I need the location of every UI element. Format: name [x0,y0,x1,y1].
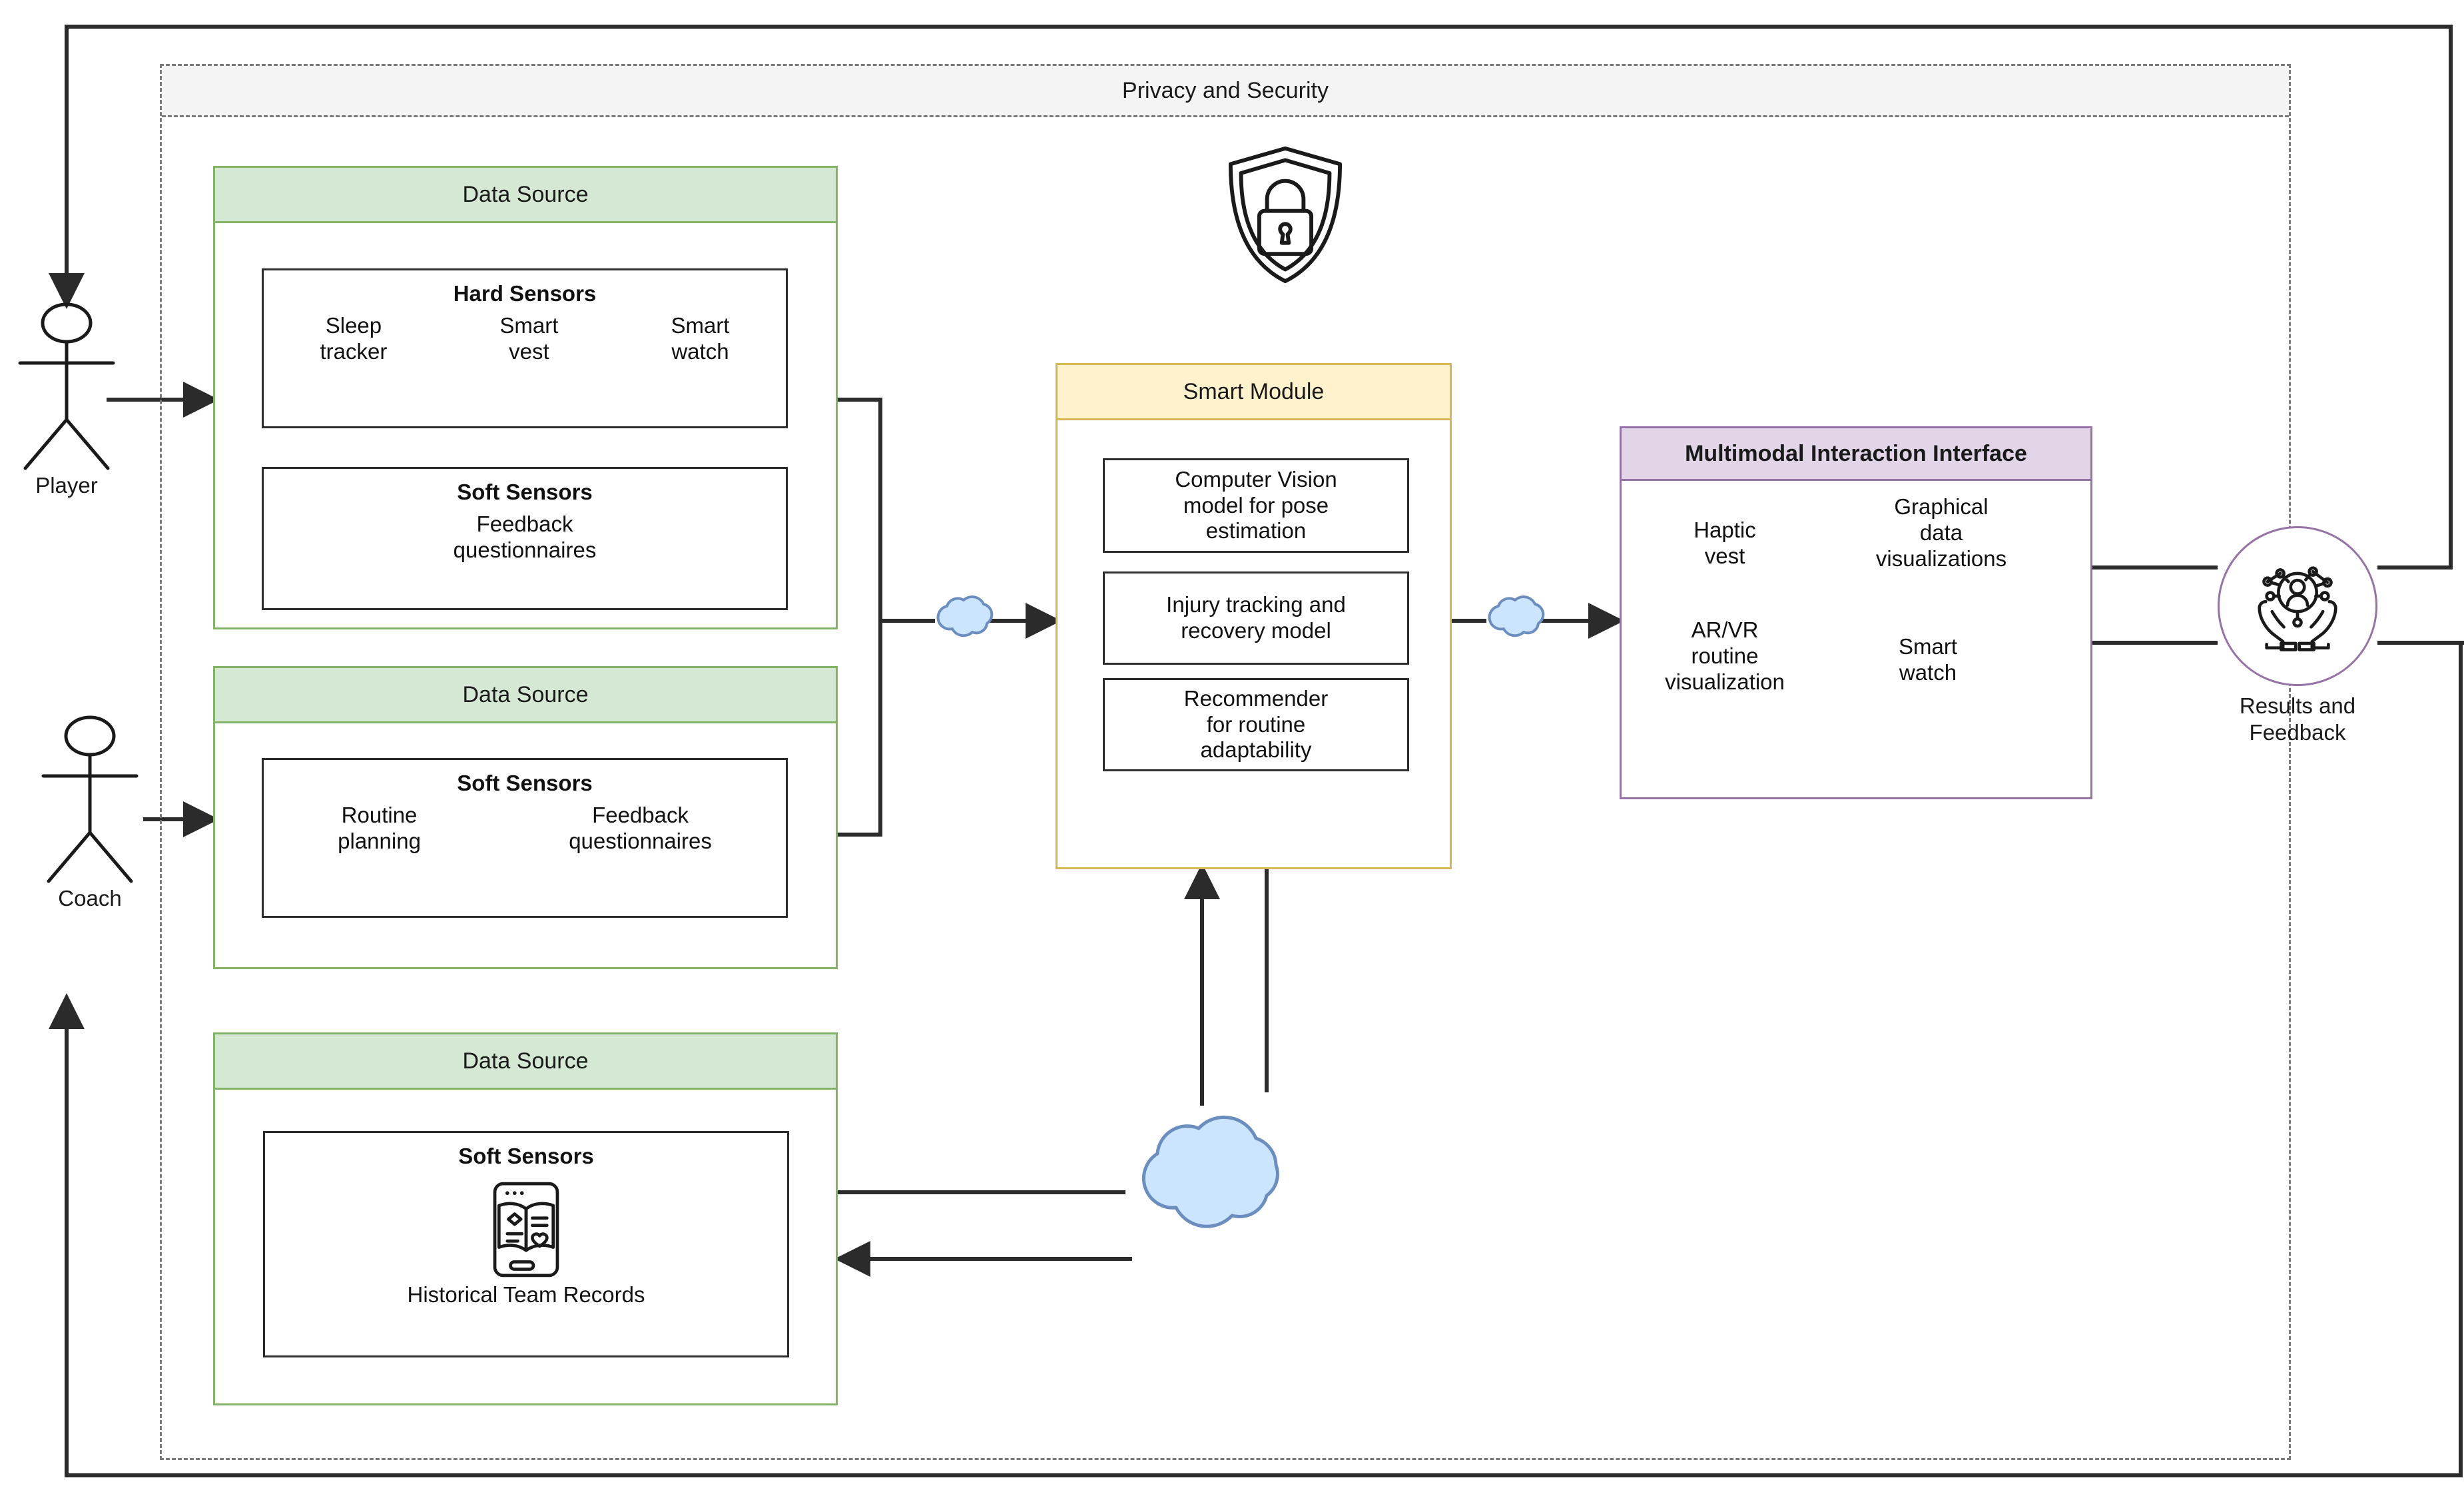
hard-sensors-title: Hard Sensors [453,281,597,306]
actor-coach[interactable]: Coach [37,715,170,936]
privacy-and-security-title-bar: Privacy and Security [162,66,2289,117]
actor-coach-label: Coach [58,886,122,911]
data-source-player-header-label: Data Source [462,181,589,207]
cloud-icon [1477,586,1557,656]
edge-results-to-coach-loop [49,643,2463,1477]
edge-ds2-to-bus [838,621,882,837]
data-source-player-header: Data Source [215,168,836,223]
actor-player-label: Player [35,473,98,498]
data-source-coach-header-label: Data Source [462,681,589,707]
actor-player[interactable]: Player [13,302,147,523]
results-and-feedback-node[interactable] [2218,526,2377,686]
soft-sensor-item: Historical Team Records [407,1282,645,1307]
smart-module-header-label: Smart Module [1183,378,1325,404]
data-source-history[interactable]: Data Source Soft Sensors [213,1032,838,1405]
smart-module-header: Smart Module [1058,365,1450,420]
data-source-history-header-label: Data Source [462,1048,589,1074]
multimodal-header-label: Multimodal Interaction Interface [1685,440,2027,466]
privacy-and-security-label: Privacy and Security [1122,77,1329,103]
tablet-book-records-icon [486,1180,566,1280]
multimodal-header: Multimodal Interaction Interface [1622,428,2090,481]
soft-sensors-title: Soft Sensors [457,480,593,504]
shield-lock-icon [1219,143,1352,286]
ai-in-hands-icon [2244,553,2351,659]
privacy-and-security-container: Privacy and Security [160,64,2291,1460]
data-source-coach-header: Data Source [215,668,836,723]
soft-sensors-box[interactable]: Soft Sensors [263,1131,789,1357]
soft-sensors-title: Soft Sensors [457,771,593,795]
soft-sensors-title: Soft Sensors [458,1144,594,1168]
data-source-history-header: Data Source [215,1034,836,1090]
edge-ds1-to-bus [838,398,882,621]
cloud-icon [926,586,1006,656]
edge-results-to-player-loop [49,25,2453,569]
cloud-icon [1105,1092,1325,1266]
